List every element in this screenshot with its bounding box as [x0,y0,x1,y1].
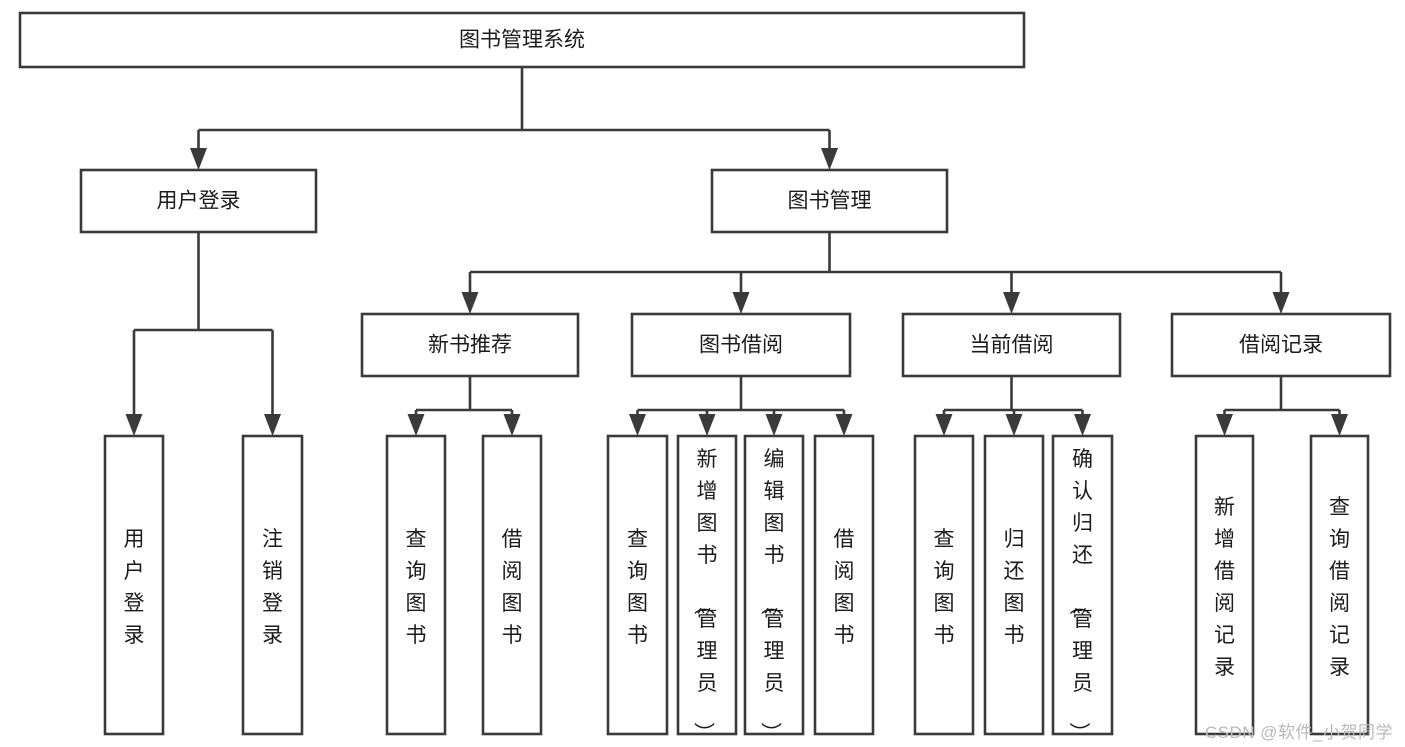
arrow-head-icon [264,414,281,436]
connector-layer [125,67,1348,436]
node-label: 查询图书 [406,528,427,647]
arrow-head-icon [461,292,479,314]
node-label: 当前借阅 [970,334,1054,357]
node-leaf_4[interactable]: 查询图书 [606,434,669,736]
node-leaf_5[interactable]: 新增图书（管理员） [676,434,738,743]
arrow-head-icon [503,414,521,436]
node-leaf_8[interactable]: 查询图书 [913,434,975,736]
node-label: 图书借阅 [699,334,783,357]
node-leaf_1[interactable]: 注销登录 [241,434,304,736]
node-box[interactable] [901,312,1122,378]
node-label: 归还图书 [1004,528,1025,647]
node-leaf_2[interactable]: 查询图书 [385,434,447,736]
node-label: 用户登录 [157,190,241,213]
node-leaf_0[interactable]: 用户登录 [103,434,165,736]
node-leaf_6[interactable]: 编辑图书（管理员） [743,434,805,743]
node-box[interactable] [1194,434,1255,736]
arrow-head-icon [1005,414,1023,436]
node-label: 借阅记录 [1239,334,1323,357]
node-l2_1[interactable]: 图书借阅 [630,312,852,378]
node-box[interactable] [241,434,304,736]
node-layer: 图书管理系统用户登录图书管理新书推荐图书借阅当前借阅借阅记录用户登录注销登录查询… [18,11,1392,743]
node-label: 编辑图书（管理员） [759,448,785,743]
node-l1_0[interactable]: 用户登录 [79,168,318,234]
arrow-head-icon [765,414,783,436]
node-label: 图书管理系统 [459,29,585,52]
node-box[interactable] [103,434,165,736]
node-leaf_3[interactable]: 借阅图书 [481,434,543,736]
arrow-head-icon [629,414,646,436]
node-box[interactable] [743,434,805,736]
node-leaf_11[interactable]: 新增借阅记录 [1194,434,1255,736]
node-box[interactable] [360,312,580,378]
node-box[interactable] [1309,434,1370,736]
node-leaf_7[interactable]: 借阅图书 [813,434,875,736]
node-l2_3[interactable]: 借阅记录 [1170,312,1392,378]
node-l2_0[interactable]: 新书推荐 [360,312,580,378]
arrow-head-icon [1272,292,1290,314]
node-label: 新增借阅记录 [1214,496,1235,679]
arrow-head-icon [821,148,838,170]
node-box[interactable] [481,434,543,736]
node-leaf_9[interactable]: 归还图书 [983,434,1045,736]
node-box[interactable] [18,11,1026,69]
arrow-head-icon [935,414,953,436]
arrow-head-icon [1003,292,1020,314]
node-label: 查询图书 [934,528,955,647]
node-leaf_10[interactable]: 确认归还（管理员） [1051,434,1114,743]
node-root[interactable]: 图书管理系统 [18,11,1026,69]
node-label: 新书推荐 [428,334,512,357]
arrow-head-icon [732,292,750,314]
arrow-head-icon [1216,414,1233,436]
node-label: 查询借阅记录 [1329,496,1350,679]
node-label: 查询图书 [627,528,648,647]
node-label: 借阅图书 [502,528,523,647]
node-box[interactable] [606,434,669,736]
node-box[interactable] [983,434,1045,736]
node-label: 借阅图书 [834,528,855,647]
node-l1_1[interactable]: 图书管理 [710,168,949,234]
arrow-head-icon [125,414,143,436]
node-box[interactable] [630,312,852,378]
node-box[interactable] [385,434,447,736]
node-box[interactable] [710,168,949,234]
arrow-head-icon [698,414,716,436]
node-label: 注销登录 [262,528,283,647]
arrow-head-icon [407,414,425,436]
node-label: 用户登录 [124,528,145,647]
node-label: 图书管理 [788,190,872,213]
node-label: 确认归还（管理员） [1067,448,1093,743]
node-box[interactable] [676,434,738,736]
node-box[interactable] [913,434,975,736]
arrow-head-icon [835,414,853,436]
arrow-head-icon [190,148,207,170]
node-box[interactable] [1051,434,1114,736]
node-box[interactable] [813,434,875,736]
arrow-head-icon [1331,414,1348,436]
arrow-head-icon [1074,414,1091,436]
node-box[interactable] [79,168,318,234]
node-label: 新增图书（管理员） [692,448,718,743]
node-leaf_12[interactable]: 查询借阅记录 [1309,434,1370,736]
node-l2_2[interactable]: 当前借阅 [901,312,1122,378]
node-box[interactable] [1170,312,1392,378]
